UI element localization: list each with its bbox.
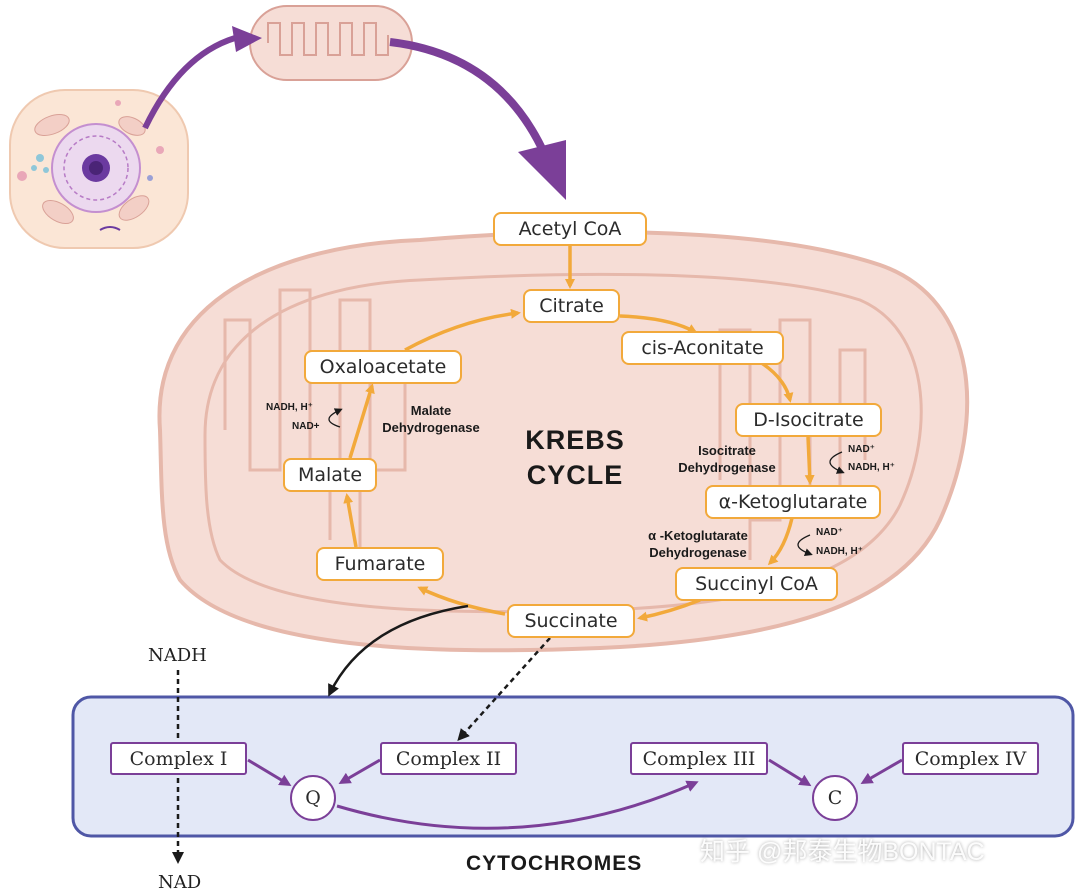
succinate-box: Succinate [507, 604, 635, 638]
isocitrate-dehydrogenase-label: Isocitrate Dehydrogenase [678, 443, 776, 475]
succinate-to-q-arrow [328, 604, 469, 697]
etc-arrows [247, 758, 903, 830]
complex-iii-box: Complex III [630, 742, 768, 775]
malate-nad-label: NAD+ [292, 421, 320, 432]
malate-dehydrogenase-label: Malate Dehydrogenase [382, 403, 480, 435]
fumarate-box: Fumarate [316, 547, 444, 581]
mito-to-acetyl-arrow [389, 38, 549, 157]
cell-illustration [9, 89, 189, 249]
akg-nadh-label: NADH, H⁺ [816, 546, 863, 557]
succinate-to-complex-ii-arrow [457, 637, 551, 741]
cell-to-mito-arrow [142, 35, 236, 130]
krebs-cycle-title: KREBS CYCLE [525, 425, 625, 490]
cytochromes-label: CYTOCHROMES [466, 852, 643, 875]
isocitrate-nadh-label: NADH, H⁺ [848, 462, 895, 473]
malate-box: Malate [283, 458, 377, 492]
small-mitochondrion-illustration [249, 5, 413, 81]
d-isocitrate-box: D-Isocitrate [735, 403, 882, 437]
succinyl-coa-box: Succinyl CoA [675, 567, 838, 601]
oxaloacetate-box: Oxaloacetate [304, 350, 462, 384]
isocitrate-nad-label: NAD⁺ [848, 444, 875, 455]
c-circle: C [812, 775, 858, 821]
alpha-ketoglutarate-box: α-Ketoglutarate [705, 485, 881, 519]
watermark: 知乎 @邦泰生物BONTAC [700, 838, 985, 866]
citrate-box: Citrate [523, 289, 620, 323]
nadh-label: NADH [148, 645, 207, 666]
nad-label: NAD [158, 872, 202, 893]
cis-aconitate-box: cis-Aconitate [621, 331, 784, 365]
akg-dehydrogenase-label: α -Ketoglutarate Dehydrogenase [648, 528, 748, 560]
complex-i-box: Complex I [110, 742, 247, 775]
akg-nad-label: NAD⁺ [816, 527, 843, 538]
acetyl-coa-box: Acetyl CoA [493, 212, 647, 246]
krebs-cycle-arrows [343, 246, 815, 622]
complex-ii-box: Complex II [380, 742, 517, 775]
q-circle: Q [290, 775, 336, 821]
malate-nadh-label: NADH, H⁺ [266, 402, 313, 413]
complex-iv-box: Complex IV [902, 742, 1039, 775]
